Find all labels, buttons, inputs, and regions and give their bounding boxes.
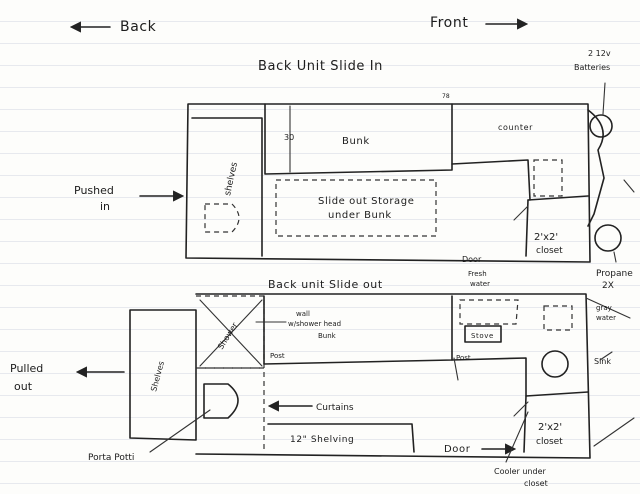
slide-out-plan [129, 293, 635, 459]
post-right-label: Post [456, 354, 471, 362]
closet-top-size: 2'x2' [534, 232, 558, 243]
curtains-label: Curtains [316, 403, 354, 413]
title-slide-out: Back unit Slide out [268, 278, 383, 291]
out-label: out [14, 380, 33, 393]
fresh-water-line-2: water [470, 280, 490, 288]
back-label: Back [120, 19, 157, 35]
stove-label: Stove [471, 332, 494, 340]
storage-line-2: under Bunk [328, 210, 392, 221]
porta-potti-label: Porta Potti [88, 453, 134, 463]
dim-78: 78 [442, 93, 450, 100]
gray-water-line-1: gray [596, 304, 612, 312]
title-slide-in: Back Unit Slide In [258, 59, 383, 74]
sink-label: Sink [594, 357, 611, 366]
shelves-top-label: shelves [223, 161, 240, 197]
storage-line-1: Slide out Storage [318, 196, 414, 207]
propane-count: 2X [602, 281, 614, 291]
wall-line-1: wall [296, 310, 310, 318]
porta-potti-leader [149, 409, 211, 453]
wall-line-2: w/shower head [288, 320, 341, 328]
dim-30: 30 [284, 133, 294, 142]
fresh-water-line-1: Fresh [468, 270, 487, 278]
closet-top-label: closet [536, 246, 563, 256]
door-top-label: Door [462, 255, 482, 264]
pulled-label: Pulled [10, 362, 43, 375]
door-bottom-label: Door [444, 444, 471, 455]
front-label: Front [430, 15, 468, 31]
shelves-bottom-label: Shelves [149, 360, 166, 392]
gray-water-line-2: water [596, 314, 616, 322]
batteries-label: Batteries [574, 63, 610, 72]
counter-label: counter [498, 123, 533, 132]
closet-bottom-label: closet [536, 437, 563, 447]
cooler-leader [505, 411, 529, 463]
cooler-line-2: closet [524, 479, 548, 488]
cooler-line-1: Cooler under [494, 467, 546, 476]
pushed-label: Pushed [74, 184, 114, 197]
propane-label: Propane [596, 269, 633, 279]
shelving-label: 12" Shelving [290, 435, 354, 445]
slide-in-plan [185, 82, 635, 263]
bunk-bottom-label: Bunk [318, 332, 337, 340]
batteries-count: 2 12v [588, 49, 611, 58]
in-label: in [100, 200, 110, 213]
shower-label: Shower [216, 320, 240, 351]
bunk-top-label: Bunk [342, 136, 370, 147]
post-left-label: Post [270, 352, 285, 360]
closet-bottom-size: 2'x2' [538, 422, 562, 433]
